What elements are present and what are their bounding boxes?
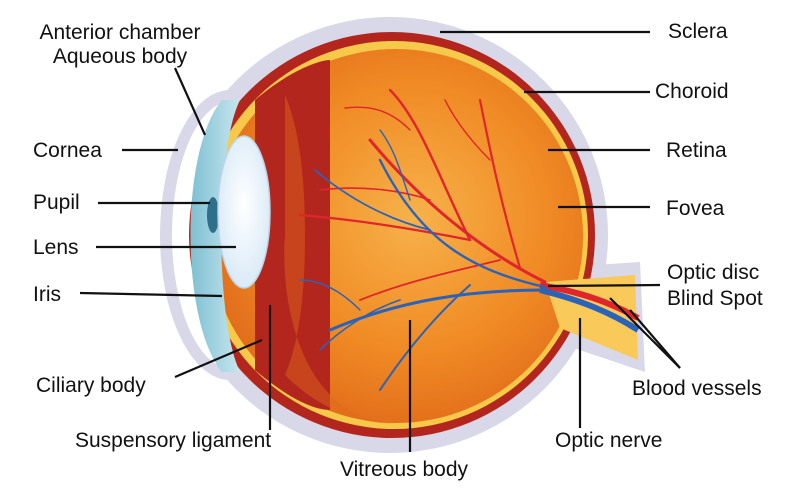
cornea bbox=[190, 100, 240, 372]
leader-aqueous bbox=[173, 67, 207, 136]
label-fovea: Fovea bbox=[666, 197, 725, 220]
leader-ciliary bbox=[174, 338, 263, 379]
leader-blood-vessels-1 bbox=[609, 297, 681, 369]
optic-nerve-vessel-red bbox=[539, 282, 640, 321]
label-pupil: Pupil bbox=[33, 191, 80, 214]
label-sclera: Sclera bbox=[668, 20, 728, 43]
label-aqueous-body: Aqueous body bbox=[52, 45, 188, 68]
leader-iris bbox=[79, 291, 223, 298]
label-iris: Iris bbox=[33, 283, 61, 306]
label-blind-spot: Blind Spot bbox=[667, 287, 763, 310]
label-cornea: Cornea bbox=[33, 139, 102, 162]
ciliary-body bbox=[255, 60, 330, 410]
arteries bbox=[298, 88, 547, 301]
label-ciliary-body: Ciliary body bbox=[36, 374, 146, 397]
label-optic-nerve: Optic nerve bbox=[555, 429, 663, 452]
leader-optic-disc bbox=[547, 283, 661, 288]
optic-nerve-vessel-blue bbox=[539, 287, 640, 333]
label-blood-vessels: Blood vessels bbox=[632, 377, 762, 400]
lens bbox=[217, 135, 271, 289]
veins bbox=[299, 129, 547, 391]
label-suspensory-ligament: Suspensory ligament bbox=[75, 429, 272, 452]
label-lens: Lens bbox=[33, 236, 79, 259]
label-retina: Retina bbox=[666, 139, 727, 162]
pupil bbox=[207, 197, 219, 233]
leader-blood-vessels-2 bbox=[629, 309, 681, 369]
label-anterior-chamber: Anterior chamber bbox=[39, 21, 201, 44]
label-optic-disc: Optic disc bbox=[667, 261, 760, 284]
leader-lines bbox=[79, 30, 681, 452]
label-vitreous-body: Vitreous body bbox=[340, 458, 469, 481]
label-choroid: Choroid bbox=[655, 80, 729, 103]
